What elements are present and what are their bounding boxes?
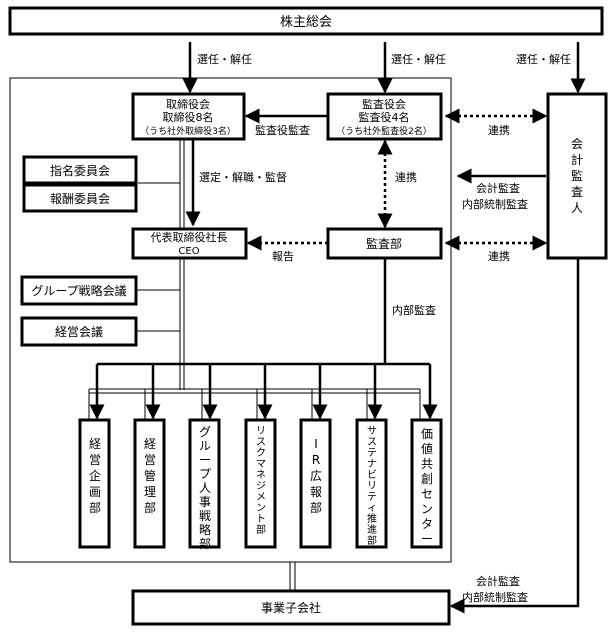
label-collab-2: 連携	[395, 170, 417, 184]
svg-text:事業子会社: 事業子会社	[261, 600, 321, 615]
dept-keiei-kikaku: 経営企画部	[89, 437, 101, 515]
svg-text:グループ戦略会議: グループ戦略会議	[31, 283, 126, 298]
connectors	[88, 42, 586, 614]
svg-text:指名委員会: 指名委員会	[50, 163, 110, 178]
label-collab-1: 連携	[488, 123, 510, 137]
label-acc-audit-1a: 会計監査	[476, 181, 520, 195]
label-elect-2: 選任・解任	[391, 52, 446, 66]
label-collab-3: 連携	[488, 249, 510, 263]
subsidiaries-box: 事業子会社	[131, 589, 451, 626]
dept-sustainability: サステナビリティ推進部	[367, 425, 377, 547]
department-boxes	[78, 418, 443, 549]
svg-text:取締役会: 取締役会	[166, 97, 210, 111]
svg-text:CEO: CEO	[178, 246, 199, 257]
shareholders-box: 株主総会	[8, 6, 604, 36]
group-strategy-box: グループ戦略会議	[20, 275, 138, 306]
company-frame	[9, 77, 452, 563]
svg-text:監査役4名: 監査役4名	[359, 110, 410, 124]
management-meeting-box: 経営会議	[20, 316, 138, 347]
auditor-box: 会計監査人	[546, 92, 608, 260]
nomination-box: 指名委員会	[22, 155, 138, 185]
svg-text:監査部: 監査部	[366, 236, 402, 251]
label-select-supervise: 選定・解職・監督	[199, 170, 287, 184]
label-acc-audit-2b: 内部統制監査	[462, 590, 528, 604]
dept-value-co-creation: 価値共創センター	[421, 427, 433, 546]
svg-text:取締役8名: 取締役8名	[163, 110, 214, 124]
label-report: 報告	[272, 250, 294, 263]
compensation-box: 報酬委員会	[22, 183, 138, 213]
label-elect-3: 選任・解任	[516, 52, 571, 66]
svg-text:監査役会: 監査役会	[362, 97, 406, 111]
connector-labels: 選任・解任 選任・解任 選任・解任 監査役監査 連携 選定・解職・監督 連携 会…	[197, 52, 571, 604]
svg-text:経営会議: 経営会議	[55, 325, 103, 339]
label-elect-1: 選任・解任	[197, 52, 252, 66]
label-internal-audit: 内部監査	[392, 303, 436, 317]
svg-text:（うち社外監査役2名）: （うち社外監査役2名）	[336, 125, 432, 137]
label-auditor-audit: 監査役監査	[255, 123, 310, 137]
dept-risk-management: リスクマネジメント部	[256, 426, 266, 536]
audit-board-box: 監査役会 監査役4名 （うち社外監査役2名）	[326, 92, 443, 141]
label-acc-audit-1b: 内部統制監査	[462, 197, 528, 211]
svg-text:（うち社外取締役3名）: （うち社外取締役3名）	[140, 125, 236, 137]
audit-dept-box: 監査部	[326, 227, 443, 260]
dept-group-jinji: グループ人事戦略部	[199, 425, 211, 551]
svg-text:代表取締役社長: 代表取締役社長	[151, 230, 228, 244]
ceo-box: 代表取締役社長 CEO	[131, 227, 248, 260]
dept-keiei-kanri: 経営管理部	[144, 437, 156, 515]
svg-text:報酬委員会: 報酬委員会	[50, 192, 110, 206]
board-box: 取締役会 取締役8名 （うち社外取締役3名）	[131, 92, 246, 141]
label-acc-audit-2a: 会計監査	[476, 574, 520, 588]
auditor-label: 会計監査人	[571, 137, 583, 215]
svg-text:株主総会: 株主総会	[280, 15, 332, 30]
